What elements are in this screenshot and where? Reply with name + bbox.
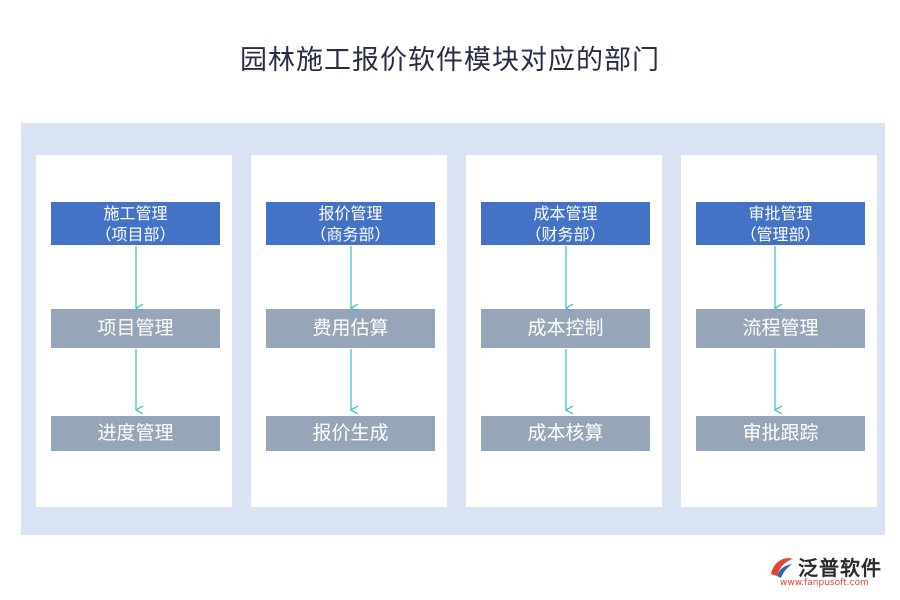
head-title: 审批管理 [748,203,813,223]
logo-mark-icon [771,558,793,578]
head-title: 报价管理 [318,203,383,223]
head-department: （项目部） [95,224,176,244]
column-quotation: 报价管理 （商务部） 费用估算 报价生成 [251,155,447,507]
head-box-quotation: 报价管理 （商务部） [266,202,435,245]
brand-logo: 泛普软件 www.fanpusoft.com [768,552,892,596]
column-approval: 审批管理 （管理部） 流程管理 审批跟踪 [681,155,877,507]
head-box-construction: 施工管理 （项目部） [51,202,220,245]
head-department: （商务部） [310,224,391,244]
step-box-cost-control: 成本控制 [481,309,650,348]
logo-url: www.fanpusoft.com [780,578,869,588]
step-box-project-management: 项目管理 [51,309,220,348]
head-box-approval: 审批管理 （管理部） [696,202,865,245]
step-box-cost-estimate: 费用估算 [266,309,435,348]
step-box-progress-management: 进度管理 [51,416,220,451]
step-box-approval-tracking: 审批跟踪 [696,416,865,451]
head-department: （管理部） [740,224,821,244]
head-title: 施工管理 [103,203,168,223]
logo-name: 泛普软件 [798,556,882,580]
head-department: （财务部） [525,224,606,244]
page-title: 园林施工报价软件模块对应的部门 [240,45,660,76]
head-box-cost: 成本管理 （财务部） [481,202,650,245]
head-title: 成本管理 [533,203,598,223]
column-cost: 成本管理 （财务部） 成本控制 成本核算 [466,155,662,507]
step-box-cost-accounting: 成本核算 [481,416,650,451]
step-box-process-management: 流程管理 [696,309,865,348]
column-construction: 施工管理 （项目部） 项目管理 进度管理 [36,155,232,507]
step-box-quote-generation: 报价生成 [266,416,435,451]
